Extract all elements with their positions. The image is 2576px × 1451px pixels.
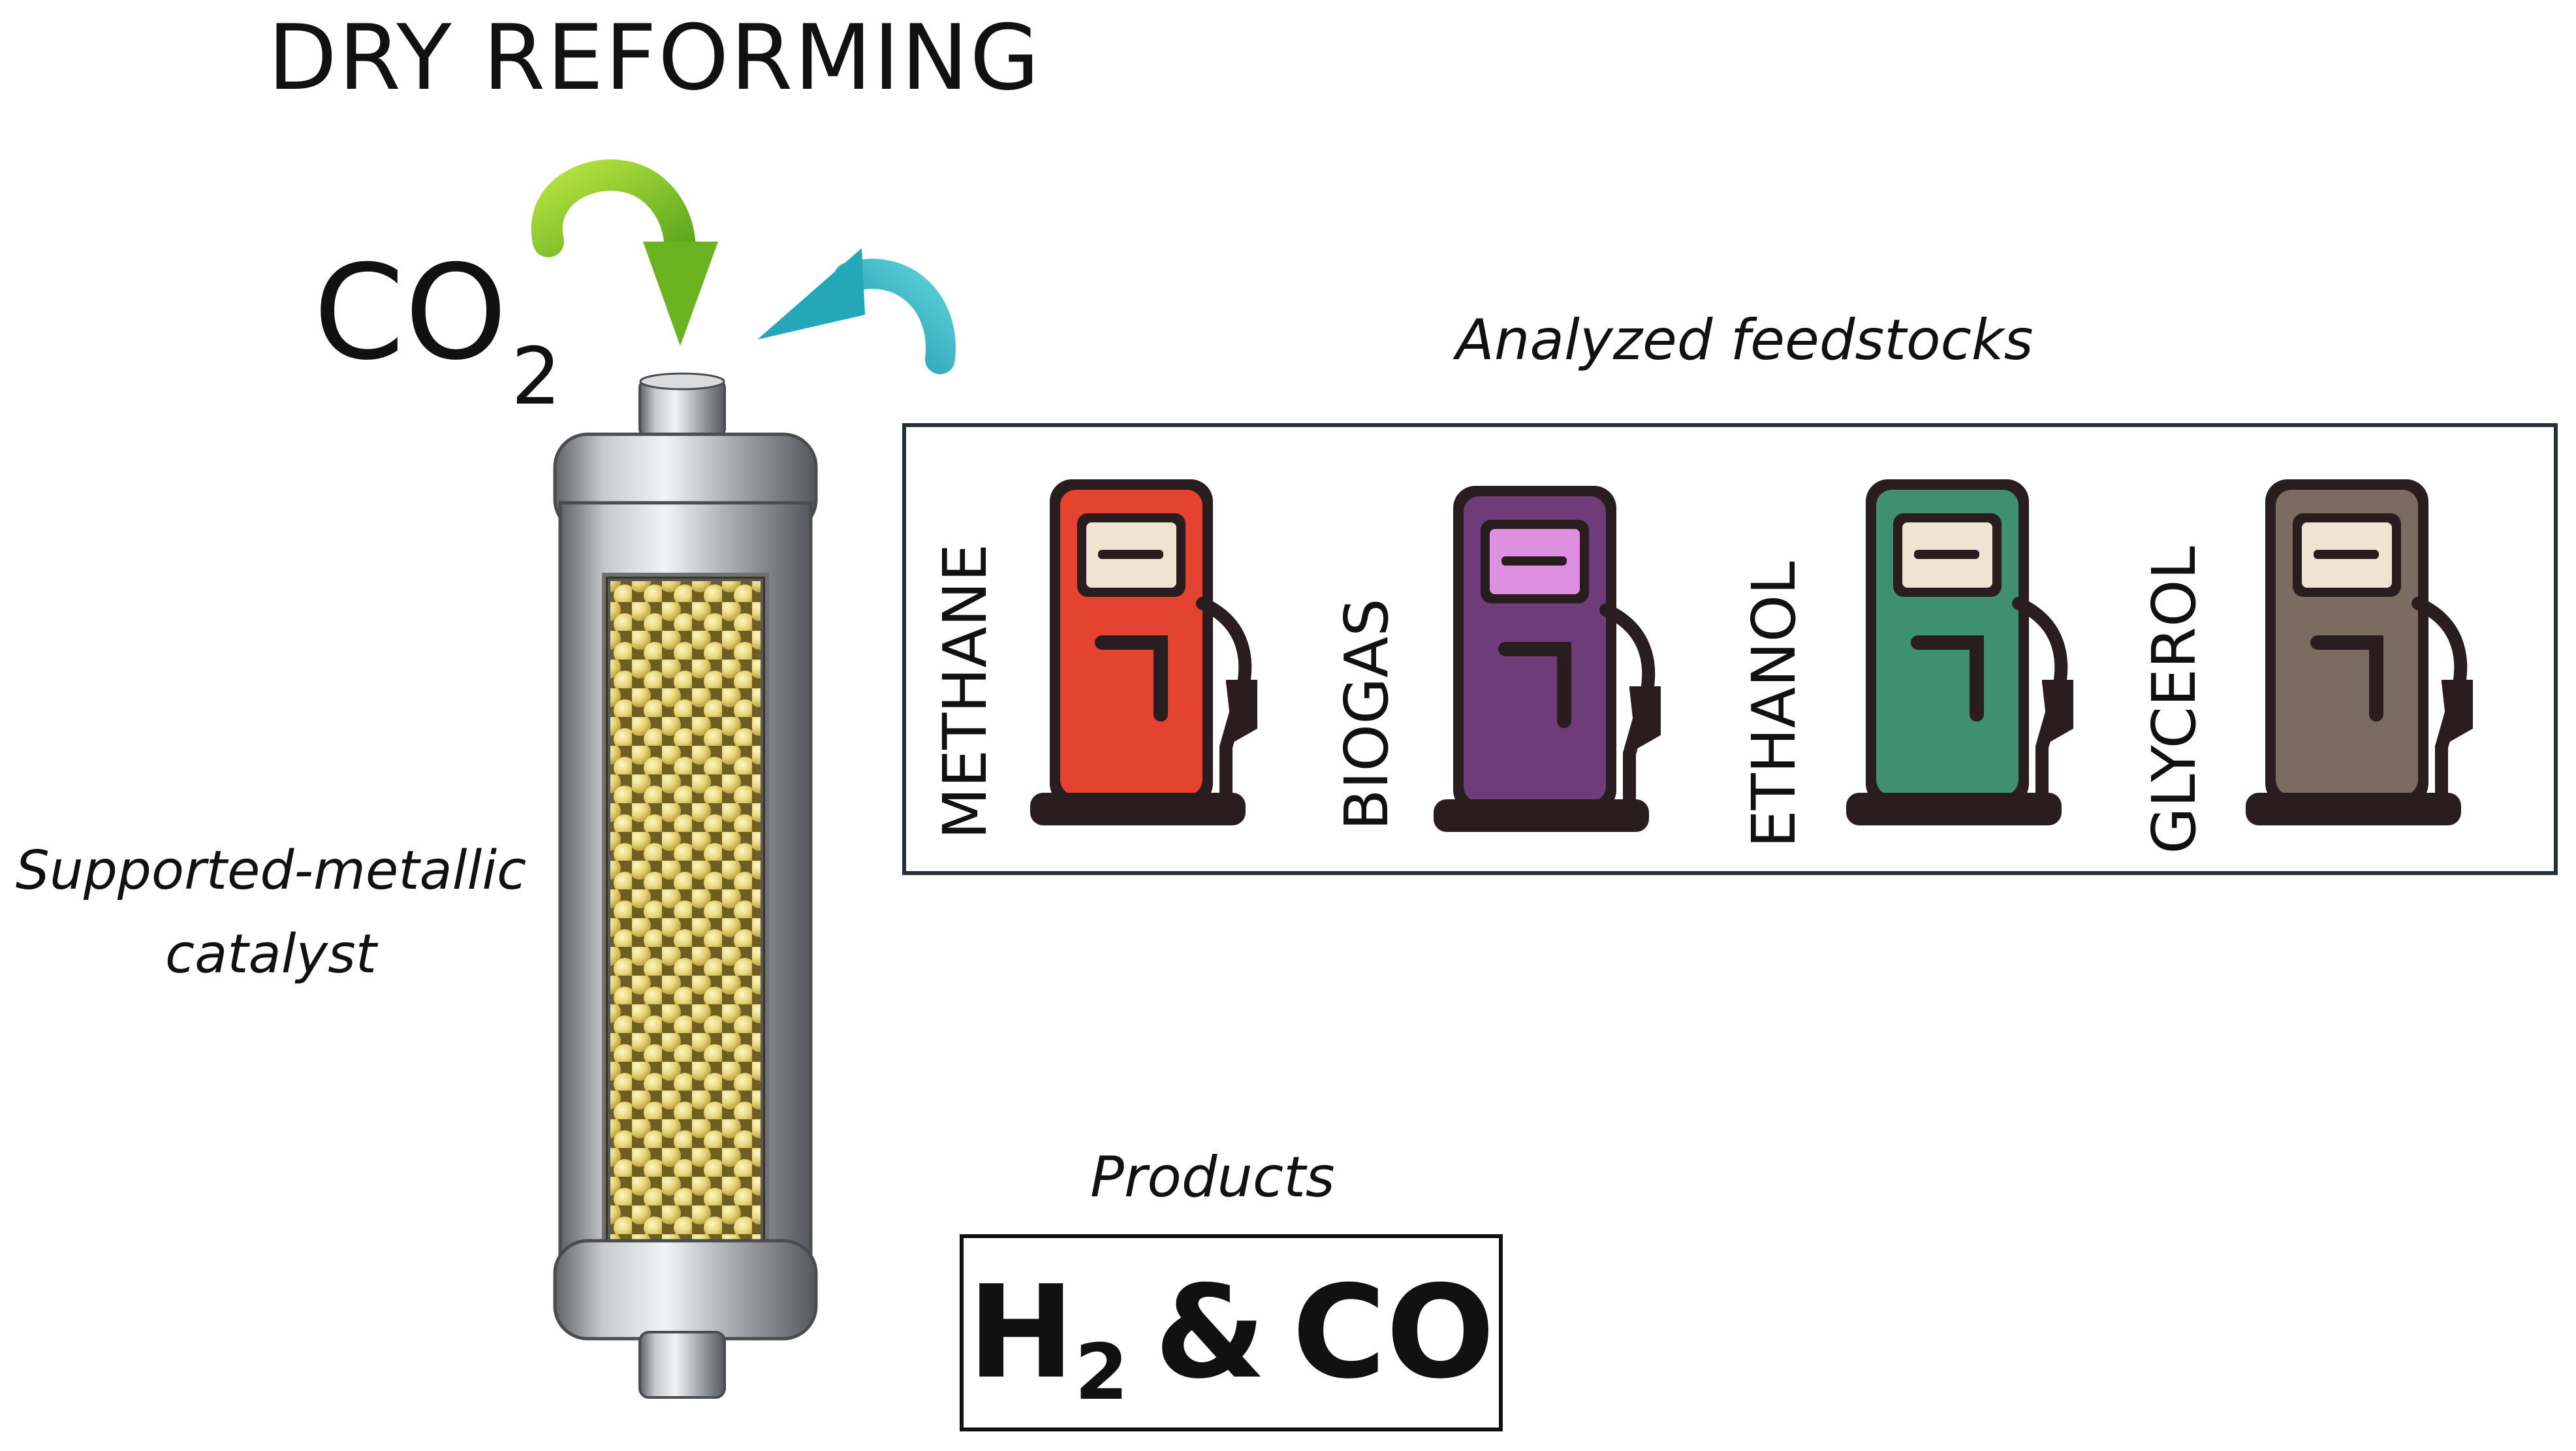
diagram-title: DRY REFORMING [268, 5, 1041, 110]
product-ampersand: & [1154, 1258, 1266, 1407]
fuel-pump-ethanol-icon [1846, 479, 2073, 825]
reactor-column [553, 372, 818, 1399]
arrows-graphic [531, 159, 956, 374]
catalyst-label: Supported-metallic catalyst [13, 829, 529, 997]
feedstock-label-glycerol: GLYCEROL [2139, 546, 2209, 854]
green-arrow-icon [531, 159, 718, 346]
catalyst-label-line2: catalyst [165, 923, 377, 985]
fuel-pump-biogas-icon [1434, 486, 1661, 832]
product-co: CO [1292, 1258, 1495, 1407]
fuel-pump-methane-icon [1030, 479, 1257, 825]
co2-label: CO2 [313, 248, 561, 417]
feedstock-label-ethanol: ETHANOL [1739, 561, 1809, 848]
co2-formula: CO [313, 237, 508, 389]
teal-arrow-icon [757, 248, 956, 374]
feedstock-label-biogas: BIOGAS [1332, 598, 1402, 831]
product-h-subscript: 2 [1075, 1327, 1129, 1417]
products-heading: Products [1090, 1145, 1335, 1210]
feedstocks-box: METHANE BIOGAS ETHANOL GLYCER [902, 423, 2558, 875]
product-h: H [967, 1258, 1075, 1407]
feedstock-label-methane: METHANE [930, 543, 1000, 840]
feedstocks-heading: Analyzed feedstocks [1456, 308, 2034, 373]
co2-subscript: 2 [511, 332, 561, 423]
fuel-pump-glycerol-icon [2246, 479, 2473, 825]
catalyst-label-line1: Supported-metallic [15, 840, 527, 902]
